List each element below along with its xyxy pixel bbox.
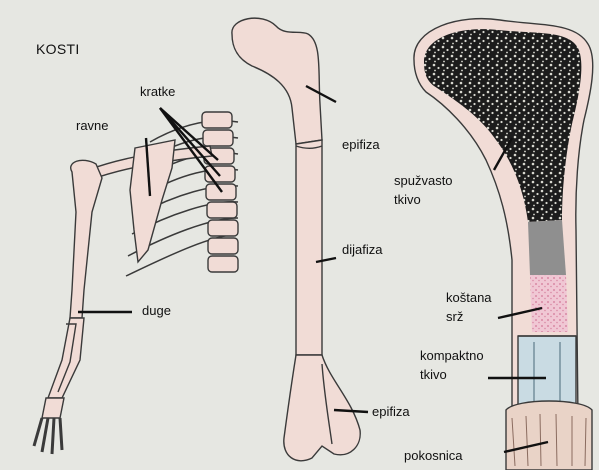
label-spuzvasto-line1: spužvasto [394,173,453,188]
bone-cross-section [414,19,593,470]
forearm-bones [48,318,84,398]
periosteum [506,401,592,470]
bone-marrow [530,275,568,332]
diagram-title: KOSTI [36,42,80,57]
label-spuzvasto-line2: tkivo [394,192,421,207]
hand-bones [42,398,64,418]
label-kompaktno-line1: kompaktno [420,348,484,363]
label-kostana-line2: srž [446,309,463,324]
femur-shaft [296,140,322,355]
label-dijafiza: dijafiza [342,242,382,257]
label-epifiza-bottom: epifiza [372,404,410,419]
label-kostana-line1: koštana [446,290,492,305]
label-epifiza-top: epifiza [342,137,380,152]
long-bone-illustration [232,18,360,461]
label-kratke: kratke [140,84,175,99]
medullary-cavity [528,220,566,275]
label-kompaktno-line2: tkivo [420,367,447,382]
humerus [70,160,102,318]
label-duge: duge [142,303,171,318]
femur-head [232,18,322,144]
label-pokosnica: pokosnica [404,448,463,463]
label-ravne: ravne [76,118,109,133]
spine [202,112,238,272]
